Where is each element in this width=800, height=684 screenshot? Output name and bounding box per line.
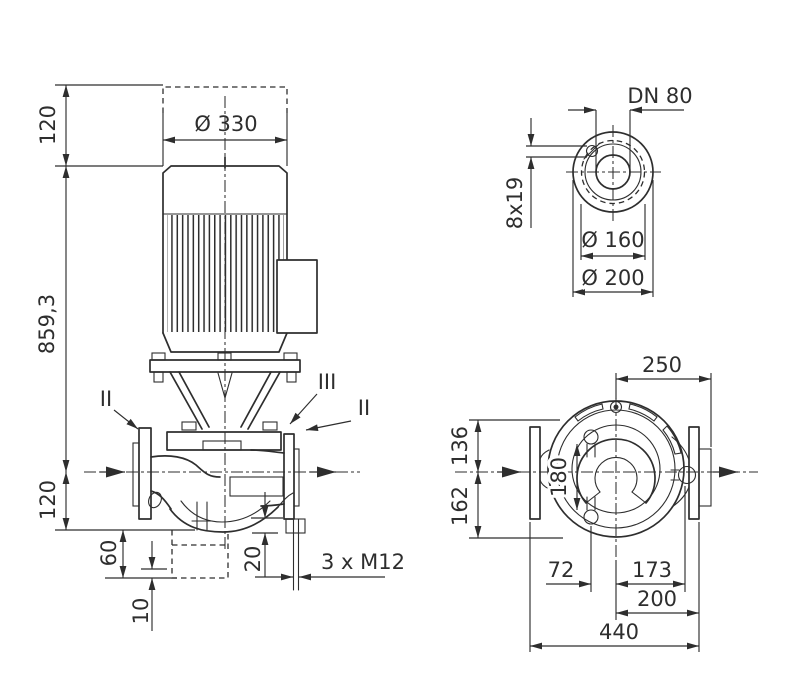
top-bolt-inner (613, 404, 619, 410)
kidney-slot-3 (574, 403, 604, 422)
dim-phi200-label: Ø 200 (581, 266, 644, 290)
dim-250-label: 250 (642, 353, 682, 377)
foot-hole-right (677, 465, 697, 485)
dim-162-label: 162 (448, 486, 472, 526)
dim-m12-label: 3 x M12 (321, 550, 405, 574)
dim-120-top-label: 120 (36, 105, 60, 145)
casing-inner-circle (571, 424, 661, 514)
plan-view: 250 136 162 180 72 173 200 440 (448, 353, 758, 652)
dim-160-label: Ø 160 (581, 228, 644, 252)
flange-outer-circle (572, 131, 654, 213)
lantern-walls (169, 371, 281, 430)
suction-nozzle-top (150, 455, 221, 478)
section-labels: II III II (100, 370, 370, 431)
motor (162, 156, 318, 353)
volute-inner-arc (180, 500, 271, 523)
section-II-left-leader (113, 409, 139, 430)
section-II-left-label: II (100, 387, 112, 411)
kidney-slot-2 (662, 425, 682, 455)
lantern-bolt-right (262, 421, 278, 431)
lantern-bolt-left (181, 421, 197, 431)
volute-right-edge (277, 492, 294, 508)
dim-440-label: 440 (599, 620, 639, 644)
support-bracket-ends (585, 491, 647, 504)
flange-bolt-right (283, 352, 298, 361)
dim-136-label: 136 (448, 426, 472, 466)
foundation-dashed-box (171, 530, 229, 579)
dim-dn80-label: DN 80 (627, 84, 692, 108)
plan-discharge-flange (688, 426, 700, 520)
dim-180-label: 180 (547, 457, 571, 497)
kidney-slot-1 (628, 403, 658, 422)
dim-72-label: 72 (548, 558, 575, 582)
flange-nut-right (286, 371, 297, 383)
terminal-box (276, 259, 318, 334)
casing-step (229, 476, 284, 497)
foot-hole-top-left (583, 429, 599, 445)
section-II-right-label: II (358, 396, 370, 420)
dim-20-label: 20 (241, 546, 265, 573)
support-bracket-inner (594, 456, 638, 493)
section-II-right-leader (305, 420, 352, 431)
dim-859-label: 859,3 (35, 294, 59, 354)
plan-discharge-boss (698, 448, 712, 507)
seal-housing-step (202, 440, 242, 451)
motor-end-shield (162, 332, 288, 353)
plan-dimensions: 250 136 162 180 72 173 200 440 (448, 353, 712, 652)
section-III-label: III (318, 370, 337, 394)
suction-nozzle-bottom (150, 490, 172, 510)
top-bolt-outer (609, 400, 623, 414)
dim-173-label: 173 (632, 558, 672, 582)
dim-330-label: Ø 330 (194, 112, 257, 136)
flange-view: DN 80 8x19 Ø 160 Ø 200 (503, 84, 693, 297)
bolt-circle-dashed (580, 139, 646, 205)
section-III-leader (289, 393, 318, 425)
nozzle-transitions (539, 436, 690, 508)
bolt-hole (585, 144, 599, 158)
suction-flange-face (132, 442, 140, 507)
lantern (149, 352, 301, 451)
dim-120-bottom-label: 120 (36, 480, 60, 520)
discharge-flange-boss (285, 518, 306, 534)
foot-hole-bottom-left (583, 509, 599, 525)
shaft-tip (217, 372, 233, 401)
dim-200-label: 200 (637, 587, 677, 611)
discharge-nozzle-bottom (260, 503, 285, 507)
dim-8x19-label: 8x19 (503, 177, 527, 230)
motor-removal-space-outline (162, 86, 288, 113)
motor-flange-rim-circle (556, 409, 676, 529)
drain-plug (191, 501, 213, 531)
flange-bolt-center (217, 352, 232, 361)
bolt-hole-slash (583, 142, 601, 160)
flange-bolt-hole-detail (148, 491, 162, 509)
foot-hole-stems (586, 443, 680, 511)
volute-bottom-arc (169, 506, 279, 533)
discharge-flange-face (293, 448, 300, 507)
flange-bolt-left (151, 352, 166, 361)
side-view: 120 859,3 120 Ø 330 60 10 20 (35, 84, 405, 631)
discharge-nozzle-top (250, 449, 285, 454)
flange-nut-left (153, 371, 164, 383)
dim-10-label: 10 (129, 598, 153, 625)
plan-suction-flange (529, 426, 541, 520)
side-dimensions: 120 859,3 120 Ø 330 60 10 20 (35, 84, 405, 631)
volute-casing (132, 427, 306, 591)
discharge-flange (283, 433, 295, 520)
motor-cooling-fins (167, 215, 284, 332)
flange-dimensions: DN 80 8x19 Ø 160 Ø 200 (503, 84, 693, 297)
flange-hub-circle (584, 143, 642, 201)
dim-60-label: 60 (97, 540, 121, 567)
